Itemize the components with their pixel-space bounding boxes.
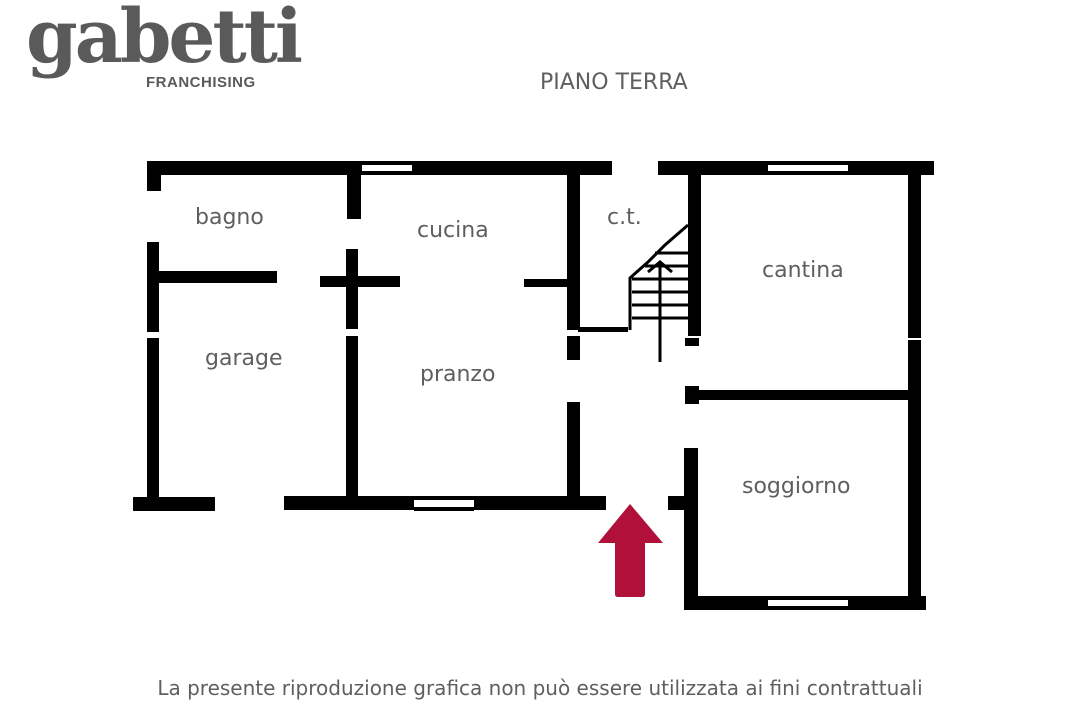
floor-title: PIANO TERRA: [540, 70, 688, 95]
room-label-garage: garage: [205, 346, 283, 371]
logo-wordmark: gabetti: [26, 0, 303, 80]
room-label-pranzo: pranzo: [420, 362, 496, 387]
room-label-cucina: cucina: [417, 218, 489, 243]
gabetti-logo: gabetti FRANCHISING: [26, 0, 303, 112]
room-label-bagno: bagno: [195, 205, 264, 230]
room-label-cantina: cantina: [762, 258, 844, 283]
walls: [133, 161, 934, 610]
entrance-arrow-icon: [598, 504, 663, 597]
disclaimer-text: La presente riproduzione grafica non può…: [157, 676, 923, 700]
staircase: [628, 223, 689, 362]
logo-subtitle: FRANCHISING: [146, 74, 256, 91]
room-label-ct: c.t.: [607, 205, 642, 230]
room-label-soggiorno: soggiorno: [742, 474, 851, 499]
